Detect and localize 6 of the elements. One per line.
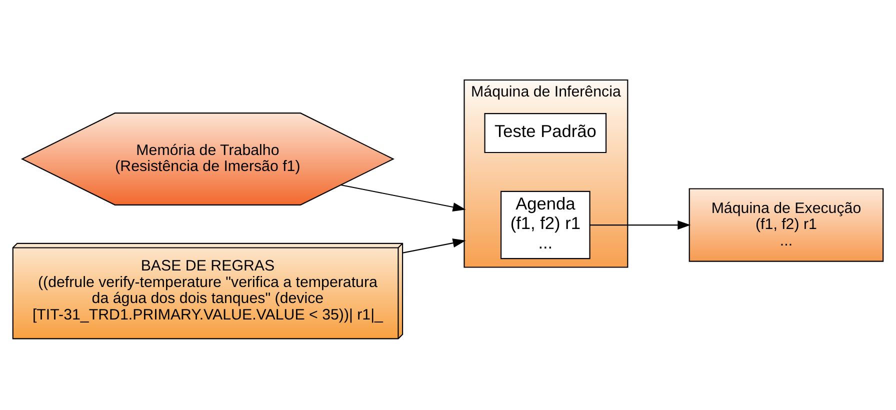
node-box: Máquina de Execução (f1, f2) r1 ...	[688, 188, 884, 262]
arrow	[402, 238, 466, 254]
arrow	[340, 184, 466, 212]
arrow	[590, 220, 691, 230]
node-box: Teste Padrão	[484, 113, 607, 154]
node-box: Agenda (f1, f2) r1 ...	[500, 190, 590, 260]
